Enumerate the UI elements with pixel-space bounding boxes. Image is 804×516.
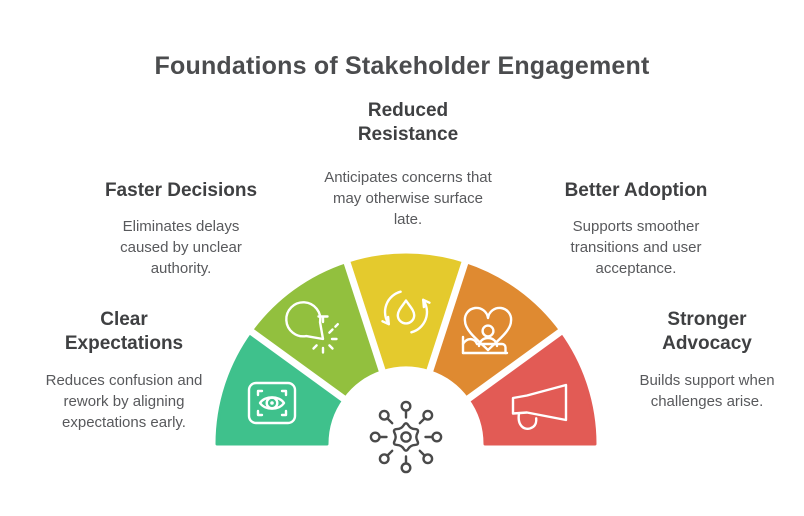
hub-spoke-node (400, 462, 412, 474)
section-title-reduced-resistance: Reduced Resistance (357, 100, 459, 146)
fan-segment-reduced-resistance (346, 253, 466, 371)
megaphone-icon (511, 383, 568, 430)
fan-gap-lines (244, 255, 568, 412)
section-faster-decisions: Faster Decisions Eliminates delays cause… (81, 179, 281, 279)
fan-wedges (215, 253, 597, 446)
hub-spoke-node (378, 453, 390, 465)
section-body-clear-expectations: Reduces confusion and rework by aligning… (45, 371, 203, 431)
hub-spoke-node (378, 409, 390, 421)
hub-spoke-node (422, 453, 434, 465)
stopwatch-icon (285, 301, 339, 354)
hub-spoke (386, 449, 394, 457)
section-better-adoption: Better Adoption Supports smoother transi… (531, 179, 741, 279)
section-body-stronger-advocacy: Builds support when challenges arise. (639, 371, 775, 410)
section-reduced-resistance: Reduced Resistance Anticipates concerns … (298, 99, 518, 230)
section-clear-expectations: Clear Expectations Reduces confusion and… (26, 308, 222, 433)
hub-spoke-node (422, 409, 434, 421)
section-title-faster-decisions: Faster Decisions (104, 180, 258, 201)
water-drop-cycle-icon (381, 290, 431, 334)
section-stronger-advocacy: Stronger Advocacy Builds support when ch… (612, 308, 802, 412)
page-title: Foundations of Stakeholder Engagement (154, 52, 650, 80)
section-title-better-adoption: Better Adoption (564, 180, 708, 201)
section-title-stronger-advocacy: Stronger Advocacy (662, 309, 752, 355)
fan-segment-faster-decisions (251, 262, 384, 400)
section-body-faster-decisions: Eliminates delays caused by unclear auth… (120, 218, 242, 278)
hub-spoke (386, 417, 394, 425)
hub-spoke-node (400, 400, 412, 412)
hub-center-dot (400, 431, 412, 443)
hub-gear (392, 422, 420, 452)
network-hub-icon (369, 400, 443, 474)
fan-gap-line (421, 255, 471, 389)
hub-spoke-node (369, 431, 381, 443)
fan-segment-better-adoption (428, 262, 561, 400)
fan-gap-line (341, 255, 391, 389)
fan-gap-line (452, 325, 568, 412)
fan-segment-stronger-advocacy (468, 331, 597, 446)
hub-spoke (418, 449, 426, 457)
fan-gap-line (244, 325, 360, 412)
hub-spoke-node (431, 431, 443, 443)
section-body-better-adoption: Supports smoother transitions and user a… (570, 218, 702, 278)
hub-spoke (418, 417, 426, 425)
heart-care-icon (461, 306, 513, 355)
section-title-clear-expectations: Clear Expectations (64, 309, 184, 355)
section-body-reduced-resistance: Anticipates concerns that may otherwise … (324, 168, 492, 228)
eye-scan-icon (247, 381, 297, 425)
